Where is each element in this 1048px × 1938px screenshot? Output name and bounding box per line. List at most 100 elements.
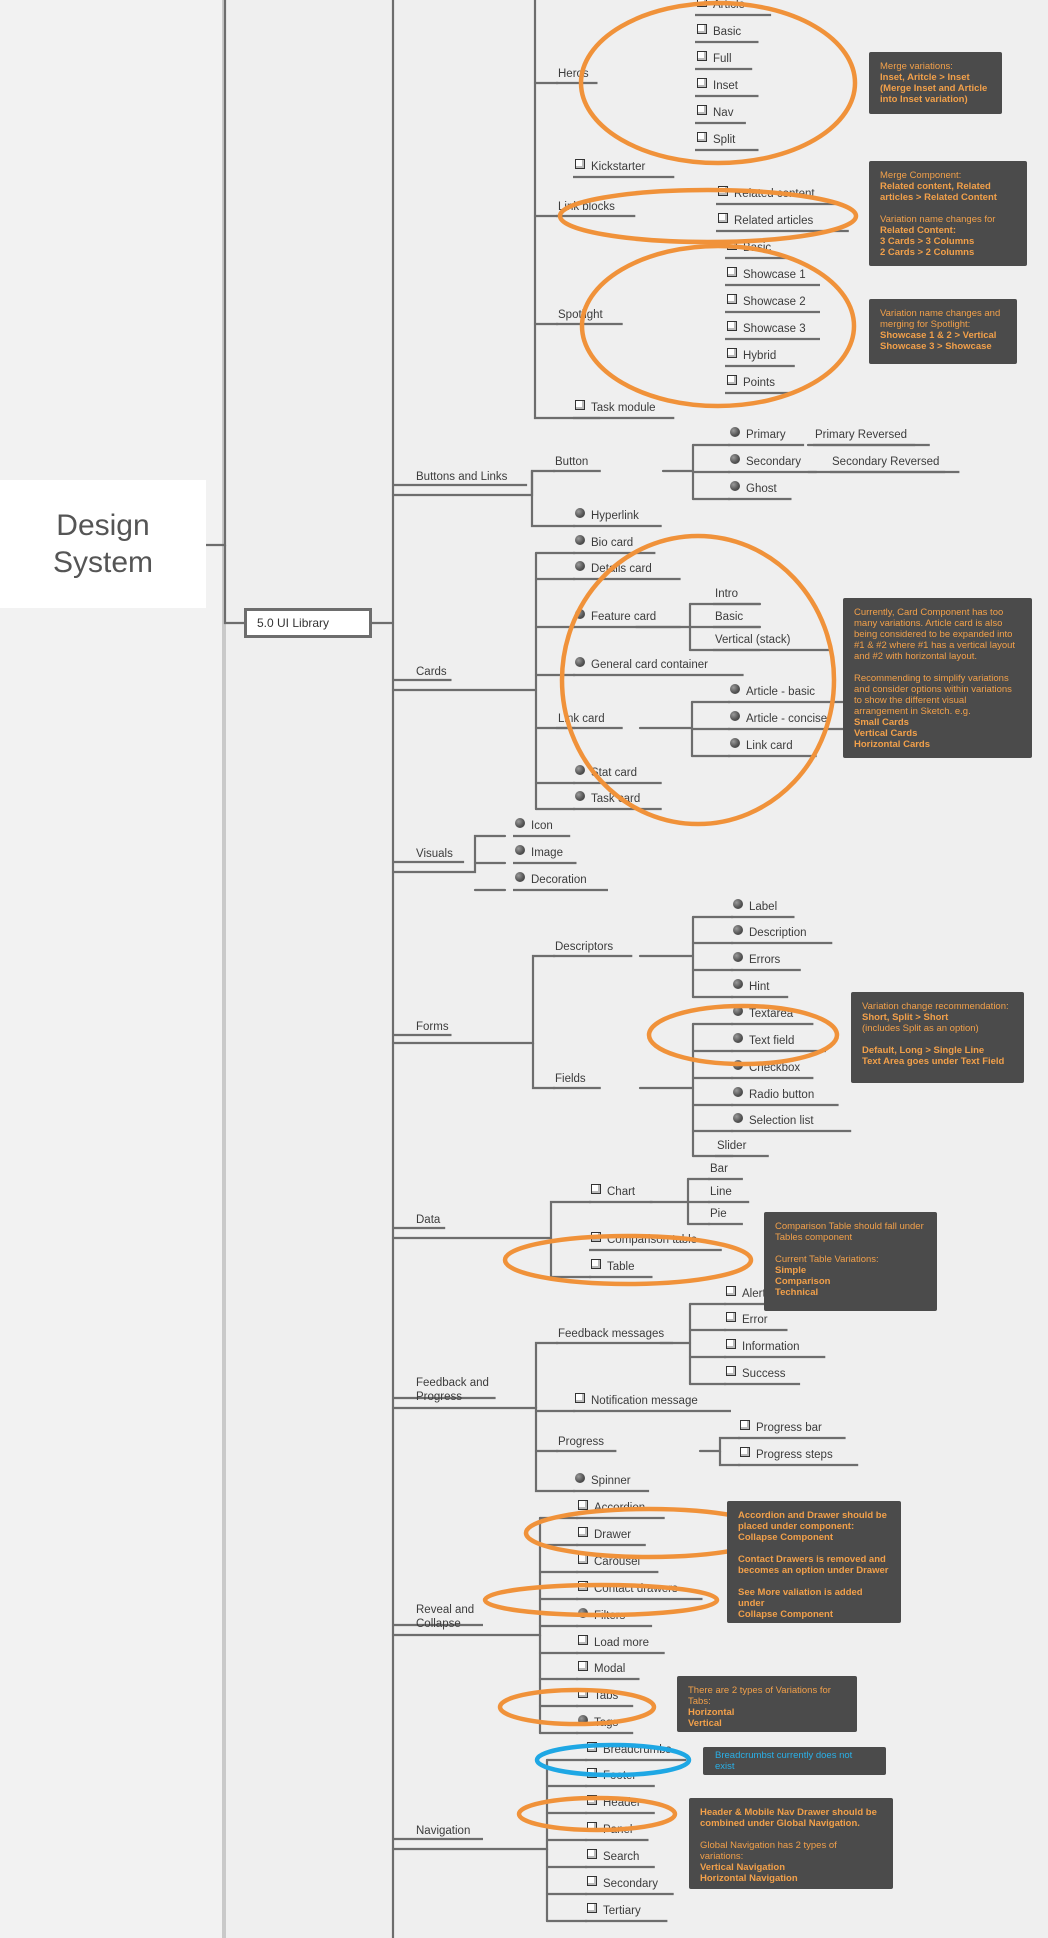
category-feedback[interactable]: Feedback and Progress bbox=[416, 1377, 489, 1403]
node-hybrid[interactable]: Hybrid bbox=[743, 350, 777, 362]
category-forms[interactable]: Forms bbox=[416, 1021, 449, 1033]
node-breadcrumbs[interactable]: Breadcrumbs bbox=[603, 1744, 672, 1756]
subgroup-heros[interactable]: Heros bbox=[558, 68, 589, 80]
node-checkbox[interactable]: Checkbox bbox=[749, 1062, 801, 1074]
category-visuals[interactable]: Visuals bbox=[416, 848, 453, 860]
subgroup-spotlight[interactable]: Spotlight bbox=[558, 309, 603, 321]
sphere-bullet-icon bbox=[575, 609, 585, 619]
subgroup-linkcard[interactable]: Link card bbox=[558, 713, 605, 725]
checkbox-square-icon bbox=[578, 1500, 588, 1510]
node-spinner[interactable]: Spinner bbox=[591, 1475, 631, 1487]
subgroup-button[interactable]: Button bbox=[555, 456, 589, 468]
node-link-card[interactable]: Link card bbox=[746, 740, 793, 752]
node-icon[interactable]: Icon bbox=[531, 820, 553, 832]
sphere-bullet-icon bbox=[733, 952, 743, 962]
node-article-concise[interactable]: Article - concise bbox=[746, 713, 828, 725]
node-hyperlink[interactable]: Hyperlink bbox=[591, 510, 639, 522]
node-line[interactable]: Line bbox=[710, 1186, 732, 1198]
node-accordion[interactable]: Accordion bbox=[594, 1502, 646, 1514]
node-tertiary[interactable]: Tertiary bbox=[603, 1905, 641, 1917]
node-errors[interactable]: Errors bbox=[749, 954, 781, 966]
subgroup-linkblocks[interactable]: Link blocks bbox=[558, 201, 615, 213]
node-task-module[interactable]: Task module bbox=[591, 402, 656, 414]
node-nav[interactable]: Nav bbox=[713, 107, 734, 119]
node-vertical-stack[interactable]: Vertical (stack) bbox=[715, 634, 791, 646]
node-secondary[interactable]: Secondary bbox=[603, 1878, 658, 1890]
node-basic[interactable]: Basic bbox=[743, 242, 772, 254]
node-filters[interactable]: Filters bbox=[594, 1610, 626, 1622]
node-progress-bar[interactable]: Progress bar bbox=[756, 1422, 822, 1434]
library-node[interactable]: 5.0 UI Library bbox=[244, 608, 372, 638]
node-notification-message[interactable]: Notification message bbox=[591, 1395, 698, 1407]
subgroup-progress[interactable]: Progress bbox=[558, 1436, 605, 1448]
node-points[interactable]: Points bbox=[743, 377, 775, 389]
node-pie[interactable]: Pie bbox=[710, 1208, 727, 1220]
node-basic[interactable]: Basic bbox=[715, 611, 744, 623]
node-secondary-reversed[interactable]: Secondary Reversed bbox=[832, 456, 940, 468]
node-alert[interactable]: Alert bbox=[742, 1288, 766, 1300]
note-spotlight: Variation name changes and merging for S… bbox=[869, 299, 1017, 364]
node-showcase-1[interactable]: Showcase 1 bbox=[743, 269, 806, 281]
node-error[interactable]: Error bbox=[742, 1314, 768, 1326]
category-data[interactable]: Data bbox=[416, 1214, 441, 1226]
node-information[interactable]: Information bbox=[742, 1341, 800, 1353]
node-success[interactable]: Success bbox=[742, 1368, 786, 1380]
node-modal[interactable]: Modal bbox=[594, 1663, 626, 1675]
node-text-field[interactable]: Text field bbox=[749, 1035, 795, 1047]
checkbox-square-icon bbox=[697, 105, 707, 115]
node-related-articles[interactable]: Related articles bbox=[734, 215, 814, 227]
node-bio-card[interactable]: Bio card bbox=[591, 537, 634, 549]
node-intro[interactable]: Intro bbox=[715, 588, 739, 600]
subgroup-fields[interactable]: Fields bbox=[555, 1073, 586, 1085]
node-basic[interactable]: Basic bbox=[713, 26, 742, 38]
node-header[interactable]: Header bbox=[603, 1797, 641, 1809]
category-buttons[interactable]: Buttons and Links bbox=[416, 471, 508, 483]
node-carousel[interactable]: Carousel bbox=[594, 1556, 641, 1568]
node-contact-drawers[interactable]: Contact drawers bbox=[594, 1583, 678, 1595]
node-drawer[interactable]: Drawer bbox=[594, 1529, 632, 1541]
node-details-card[interactable]: Details card bbox=[591, 563, 652, 575]
node-description[interactable]: Description bbox=[749, 927, 807, 939]
node-article-basic[interactable]: Article - basic bbox=[746, 686, 816, 698]
node-load-more[interactable]: Load more bbox=[594, 1637, 649, 1649]
node-primary-reversed[interactable]: Primary Reversed bbox=[815, 429, 908, 441]
category-cards[interactable]: Cards bbox=[416, 666, 447, 678]
node-tags[interactable]: Tags bbox=[594, 1717, 619, 1729]
category-navigation[interactable]: Navigation bbox=[416, 1825, 471, 1837]
node-ghost[interactable]: Ghost bbox=[746, 483, 777, 495]
subgroup-descriptors[interactable]: Descriptors bbox=[555, 941, 614, 953]
node-slider[interactable]: Slider bbox=[717, 1140, 747, 1152]
node-table[interactable]: Table bbox=[607, 1261, 635, 1273]
node-inset[interactable]: Inset bbox=[713, 80, 738, 92]
node-progress-steps[interactable]: Progress steps bbox=[756, 1449, 833, 1461]
node-showcase-3[interactable]: Showcase 3 bbox=[743, 323, 806, 335]
node-task-card[interactable]: Task card bbox=[591, 793, 641, 805]
node-hint[interactable]: Hint bbox=[749, 981, 770, 993]
node-chart[interactable]: Chart bbox=[607, 1186, 636, 1198]
node-split[interactable]: Split bbox=[713, 134, 736, 146]
node-general-card-container[interactable]: General card container bbox=[591, 659, 708, 671]
node-decoration[interactable]: Decoration bbox=[531, 874, 587, 886]
subgroup-feedbackmsg[interactable]: Feedback messages bbox=[558, 1328, 665, 1340]
node-tabs[interactable]: Tabs bbox=[594, 1690, 619, 1702]
node-secondary[interactable]: Secondary bbox=[746, 456, 801, 468]
node-comparison-table[interactable]: Comparison table bbox=[607, 1234, 698, 1246]
node-image[interactable]: Image bbox=[531, 847, 563, 859]
node-footer[interactable]: Footer bbox=[603, 1770, 637, 1782]
node-textarea[interactable]: Textarea bbox=[749, 1008, 794, 1020]
node-feature-card[interactable]: Feature card bbox=[591, 611, 657, 623]
node-stat-card[interactable]: Stat card bbox=[591, 767, 638, 779]
node-search[interactable]: Search bbox=[603, 1851, 640, 1863]
node-selection-list[interactable]: Selection list bbox=[749, 1115, 814, 1127]
node-bar[interactable]: Bar bbox=[710, 1163, 728, 1175]
node-article[interactable]: Article bbox=[713, 0, 745, 11]
node-panel[interactable]: Panel bbox=[603, 1824, 633, 1836]
node-related-content[interactable]: Related content bbox=[734, 188, 815, 200]
node-primary[interactable]: Primary bbox=[746, 429, 786, 441]
node-radio-button[interactable]: Radio button bbox=[749, 1089, 815, 1101]
node-kickstarter[interactable]: Kickstarter bbox=[591, 161, 646, 173]
node-showcase-2[interactable]: Showcase 2 bbox=[743, 296, 806, 308]
category-reveal[interactable]: Reveal and Collapse bbox=[416, 1604, 475, 1630]
node-full[interactable]: Full bbox=[713, 53, 732, 65]
node-label[interactable]: Label bbox=[749, 901, 778, 913]
